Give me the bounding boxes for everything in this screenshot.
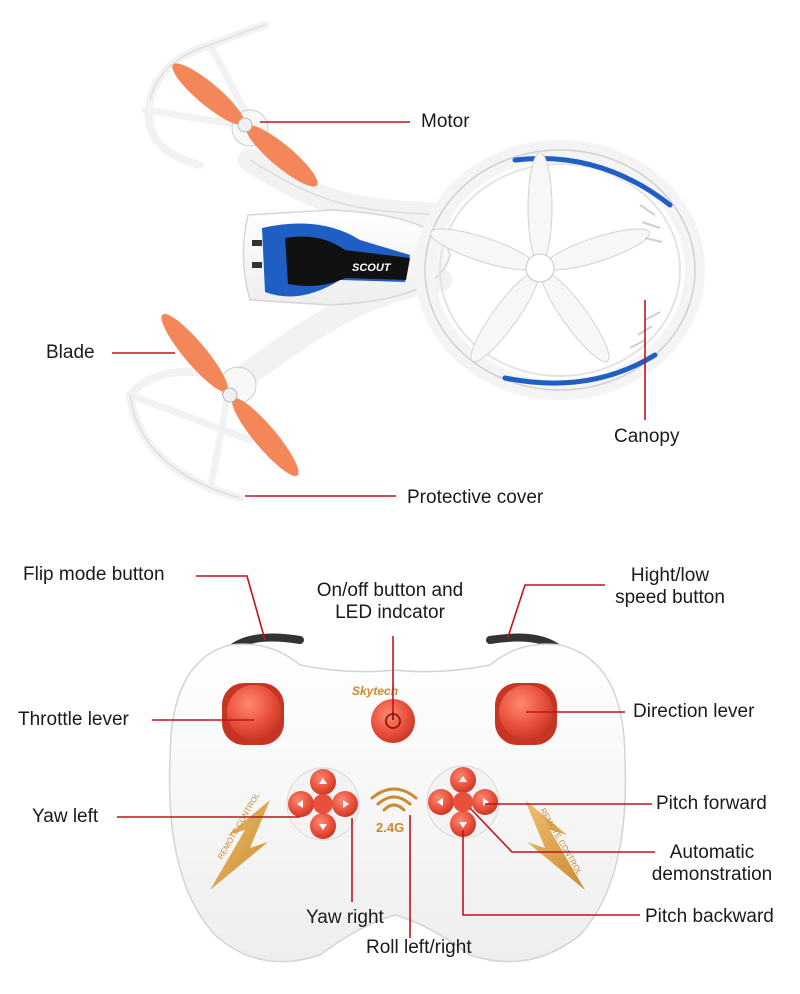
label-direction: Direction lever: [633, 701, 755, 722]
label-speed-line2: speed button: [615, 587, 725, 608]
label-automatic-line1: Automatic: [669, 842, 755, 863]
drone-brand: SCOUT: [352, 262, 392, 274]
power-button[interactable]: [371, 699, 415, 743]
label-canopy: Canopy: [614, 426, 680, 447]
frequency-label: 2.4G: [376, 820, 404, 835]
label-flip-mode: Flip mode button: [23, 564, 165, 585]
label-automatic: Automatic demonstration: [636, 842, 788, 886]
remote-illustration: REMOTE CONTROL REMOTE CONTROL Skytech: [168, 633, 627, 963]
label-blade: Blade: [46, 342, 95, 363]
label-yaw-right: Yaw right: [306, 907, 384, 928]
drone-leader-lines: [112, 121, 646, 497]
wireless-icon: [370, 787, 418, 812]
label-pitch-forward: Pitch forward: [656, 793, 767, 814]
label-yaw-left: Yaw left: [32, 806, 99, 827]
label-onoff-line1: On/off button and: [316, 580, 464, 601]
label-throttle: Throttle lever: [18, 709, 129, 730]
label-speed-line1: Hight/low: [630, 565, 710, 586]
label-speed: Hight/low speed button: [600, 565, 740, 609]
throttle-lever[interactable]: [227, 685, 281, 739]
remote-brand: Skytech: [352, 684, 398, 698]
left-dpad[interactable]: [286, 767, 360, 841]
label-protective-cover: Protective cover: [407, 487, 544, 508]
drone-illustration: SCOUT: [126, 21, 705, 502]
label-motor: Motor: [421, 111, 470, 132]
label-roll: Roll left/right: [366, 937, 472, 958]
label-onoff: On/off button and LED indcator: [300, 580, 480, 624]
label-automatic-line2: demonstration: [651, 864, 773, 885]
label-pitch-backward: Pitch backward: [645, 906, 774, 927]
label-onoff-line2: LED indcator: [335, 602, 445, 623]
remote-leader-lines: [117, 575, 655, 938]
